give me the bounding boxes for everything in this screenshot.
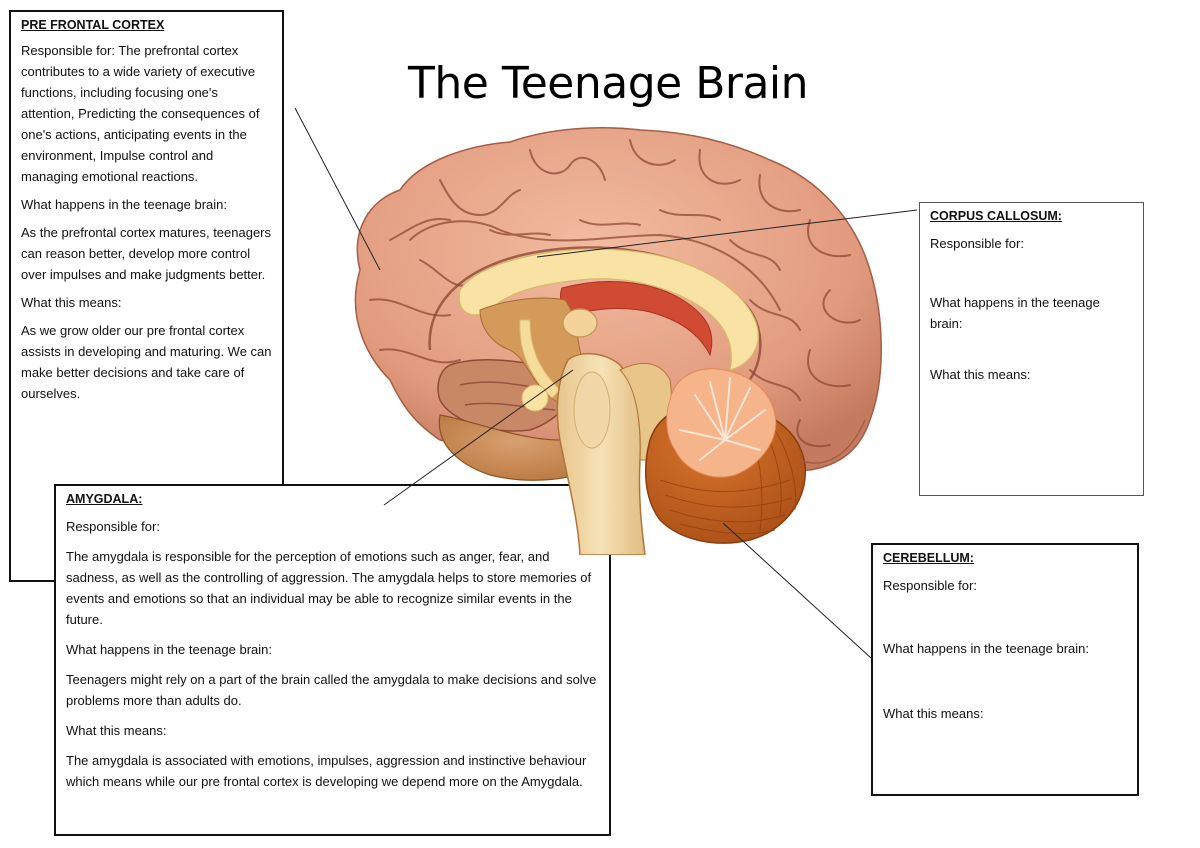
corpus-callosum-means-label: What this means: [930, 367, 1031, 382]
cerebellum-means-label: What this means: [883, 706, 984, 721]
cerebellum-box: CEREBELLUM: Responsible for: What happen… [871, 543, 1139, 796]
prefrontal-responsible-text: Responsible for: The prefrontal cortex c… [21, 43, 260, 184]
amygdala-teenage-label: What happens in the teenage brain: [66, 642, 272, 657]
cerebellum-heading: CEREBELLUM: [883, 551, 974, 565]
amygdala-means-text: The amygdala is associated with emotions… [66, 753, 587, 789]
amygdala-responsible-label: Responsible for: [66, 519, 160, 534]
prefrontal-means-label: What this means: [21, 295, 122, 310]
prefrontal-teenage-text: As the prefrontal cortex matures, teenag… [21, 225, 272, 282]
corpus-callosum-box: CORPUS CALLOSUM: Responsible for: What h… [919, 202, 1144, 496]
amygdala-teenage-text: Teenagers might rely on a part of the br… [66, 672, 597, 708]
prefrontal-cortex-heading: PRE FRONTAL CORTEX [21, 18, 165, 32]
corpus-callosum-teenage-label: What happens in the teenage brain: [930, 295, 1100, 331]
page-title: The Teenage Brain [408, 58, 809, 109]
cerebellum-responsible-label: Responsible for: [883, 578, 977, 593]
amygdala-heading: AMYGDALA: [66, 492, 143, 506]
amygdala-box: AMYGDALA: Responsible for: The amygdala … [54, 484, 611, 836]
cerebellum-teenage-label: What happens in the teenage brain: [883, 641, 1089, 656]
prefrontal-teenage-label: What happens in the teenage brain: [21, 197, 227, 212]
prefrontal-means-text: As we grow older our pre frontal cortex … [21, 323, 272, 401]
brain-illustration [354, 127, 882, 555]
amygdala-means-label: What this means: [66, 723, 167, 738]
amygdala-responsible-text: The amygdala is responsible for the perc… [66, 549, 592, 627]
corpus-callosum-heading: CORPUS CALLOSUM: [930, 209, 1062, 223]
corpus-callosum-responsible-label: Responsible for: [930, 236, 1024, 251]
